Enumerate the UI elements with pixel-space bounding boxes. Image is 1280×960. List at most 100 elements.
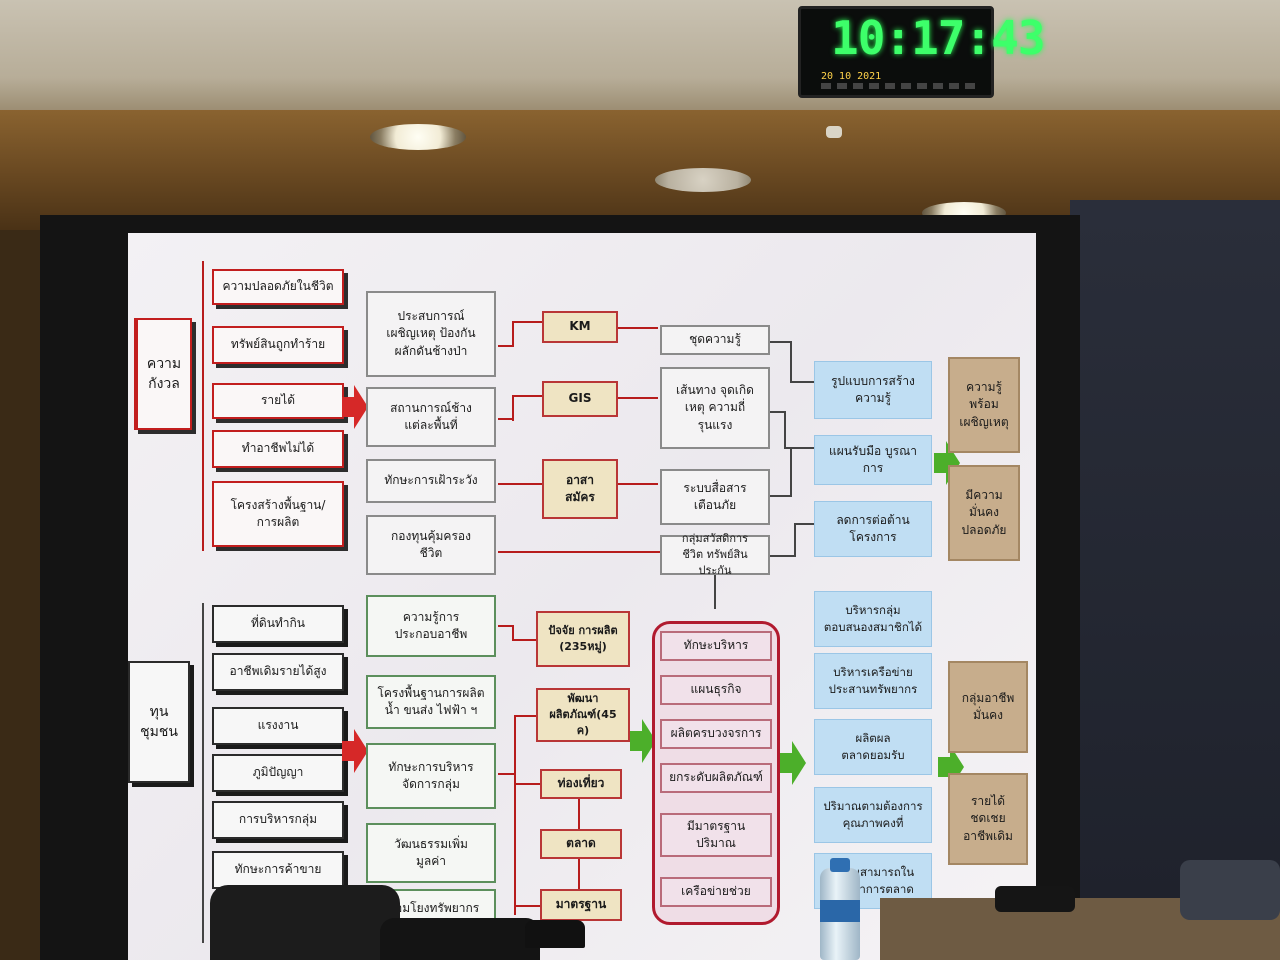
chair <box>210 885 400 960</box>
outcome-item: ปริมาณตามต้องการ คุณภาพคงที่ <box>814 787 932 843</box>
input-box: ทักษะการเฝ้าระวัง <box>366 459 496 503</box>
management-item: ผลิตครบวงจรการ <box>660 719 772 749</box>
bracket-line <box>202 261 204 551</box>
sprinkler-icon <box>826 126 842 138</box>
outcome-item: บริหารเครือข่าย ประสานทรัพยากร <box>814 653 932 709</box>
connector-line <box>512 639 536 641</box>
connector-line <box>578 799 580 829</box>
capital-item: การบริหารกลุ่ม <box>212 801 344 839</box>
process-tourism: ท่องเที่ยว <box>540 769 622 799</box>
concern-item: ทรัพย์สินถูกทำร้าย <box>212 326 344 364</box>
outcome-knowledge-model: รูปแบบการสร้าง ความรู้ <box>814 361 932 419</box>
clock-date: 20 10 2021 <box>821 71 882 82</box>
connector-line <box>514 783 540 785</box>
result-secure: มีความ มั่นคง ปลอดภัย <box>948 465 1020 561</box>
connector-line <box>790 381 814 383</box>
process-volunteer: อาสา สมัคร <box>542 459 618 519</box>
connector-line <box>514 715 516 915</box>
connector-line <box>514 905 540 907</box>
connector-line <box>498 625 512 627</box>
clock-time: 10:17:43 <box>831 11 1046 65</box>
connector-line <box>618 327 658 329</box>
digital-clock: 10:17:43 20 10 2021 <box>798 6 1046 98</box>
concern-item: รายได้ <box>212 383 344 419</box>
connector-line <box>498 418 512 420</box>
connector-line <box>794 523 814 525</box>
connector-line <box>512 321 542 323</box>
result-stable-occupation: กลุ่มอาชีพ มั่นคง <box>948 661 1028 753</box>
capital-item: ภูมิปัญญา <box>212 754 344 792</box>
concern-item: โครงสร้างพื้นฐาน/ การผลิต <box>212 481 344 547</box>
connector-line <box>498 345 512 347</box>
green-arrow-icon <box>780 741 806 789</box>
connector-line <box>512 321 514 347</box>
connector-line <box>512 395 542 397</box>
capital-item: ที่ดินทำกิน <box>212 605 344 643</box>
connector-line <box>498 483 542 485</box>
result-income-compensation: รายได้ ชดเชย อาชีพเดิม <box>948 773 1028 865</box>
capital-item: ทักษะการค้าขาย <box>212 851 344 889</box>
red-arrow-icon <box>342 729 368 777</box>
bottle-cap <box>830 858 850 872</box>
outcome-item: ผลิตผล ตลาดยอมรับ <box>814 719 932 775</box>
connector-line <box>790 341 792 381</box>
connector-line <box>770 555 794 557</box>
input-box: วัฒนธรรมเพิ่ม มูลค่า <box>366 823 496 883</box>
group-label-community-capital: ทุน ชุมชน <box>128 661 190 783</box>
input-box: สถานการณ์ช้าง แต่ละพื้นที่ <box>366 387 496 447</box>
connector-line <box>714 575 716 609</box>
outcome-item: บริหารกลุ่ม ตอบสนองสมาชิกได้ <box>814 591 932 647</box>
projection-screen: ความ กังวล ความปลอดภัยในชีวิตทรัพย์สินถูก… <box>128 233 1036 960</box>
connector-line <box>770 411 784 413</box>
connector-line <box>784 411 786 447</box>
outcome-reduce-opposition: ลดการต่อต้าน โครงการ <box>814 501 932 557</box>
management-item: แผนธุรกิจ <box>660 675 772 705</box>
connector-line <box>512 395 514 421</box>
concern-item: ความปลอดภัยในชีวิต <box>212 269 344 305</box>
capital-item: อาชีพเดิมรายได้สูง <box>212 653 344 691</box>
output-welfare-group: กลุ่มสวัสดิการ ชีวิต ทรัพย์สิน ประกัน <box>660 532 770 577</box>
management-item: ทักษะบริหาร <box>660 631 772 661</box>
process-km: KM <box>542 311 618 343</box>
management-item: เครือข่ายช่วย <box>660 877 772 907</box>
connector-line <box>770 495 790 497</box>
green-arrow-icon <box>630 719 656 767</box>
connector-line <box>770 341 790 343</box>
bottle-label <box>820 900 860 922</box>
bracket-line <box>202 603 204 943</box>
management-item: ยกระดับผลิตภัณฑ์ <box>660 763 772 793</box>
chair <box>1180 860 1280 920</box>
outcome-response-plan: แผนรับมือ บูรณา การ <box>814 435 932 485</box>
connector-line <box>618 397 658 399</box>
capital-item: แรงงาน <box>212 707 344 745</box>
process-gis: GIS <box>542 381 618 417</box>
clock-day-indicator <box>821 83 981 89</box>
result-knowledge-ready: ความรู้ พร้อม เผชิญเหตุ <box>948 357 1020 453</box>
connector-line <box>498 551 662 553</box>
connector-line <box>578 859 580 889</box>
input-box: ประสบการณ์ เผชิญเหตุ ป้องกัน ผลักดันช้าง… <box>366 291 496 377</box>
input-box: กองทุนคุ้มครอง ชีวิต <box>366 515 496 575</box>
green-arrow-icon <box>938 745 964 793</box>
process-production-factor: ปัจจัย การผลิต (235หมู่) <box>536 611 630 667</box>
ceiling <box>0 0 1280 130</box>
right-wall <box>1070 200 1280 960</box>
output-route-info: เส้นทาง จุดเกิด เหตุ ความถี่ รุนแรง <box>660 367 770 449</box>
connector-line <box>784 447 814 449</box>
ceiling-light <box>370 124 466 150</box>
process-product-dev: พัฒนา ผลิตภัณฑ์(45 ค) <box>536 688 630 742</box>
process-standard: มาตรฐาน <box>540 889 622 921</box>
connector-line <box>790 447 792 497</box>
microphone-base <box>995 886 1075 912</box>
input-box: ความรู้การ ประกอบอาชีพ <box>366 595 496 657</box>
connector-line <box>512 625 514 641</box>
wall-beam <box>0 110 1280 230</box>
group-label-concern: ความ กังวล <box>134 318 192 430</box>
connector-line <box>618 483 658 485</box>
chair <box>380 918 540 960</box>
management-item: มีมาตรฐาน ปริมาณ <box>660 813 772 857</box>
connector-line <box>794 523 796 557</box>
green-arrow-icon <box>934 441 960 489</box>
concern-item: ทำอาชีพไม่ได้ <box>212 430 344 468</box>
connector-line <box>514 715 536 717</box>
